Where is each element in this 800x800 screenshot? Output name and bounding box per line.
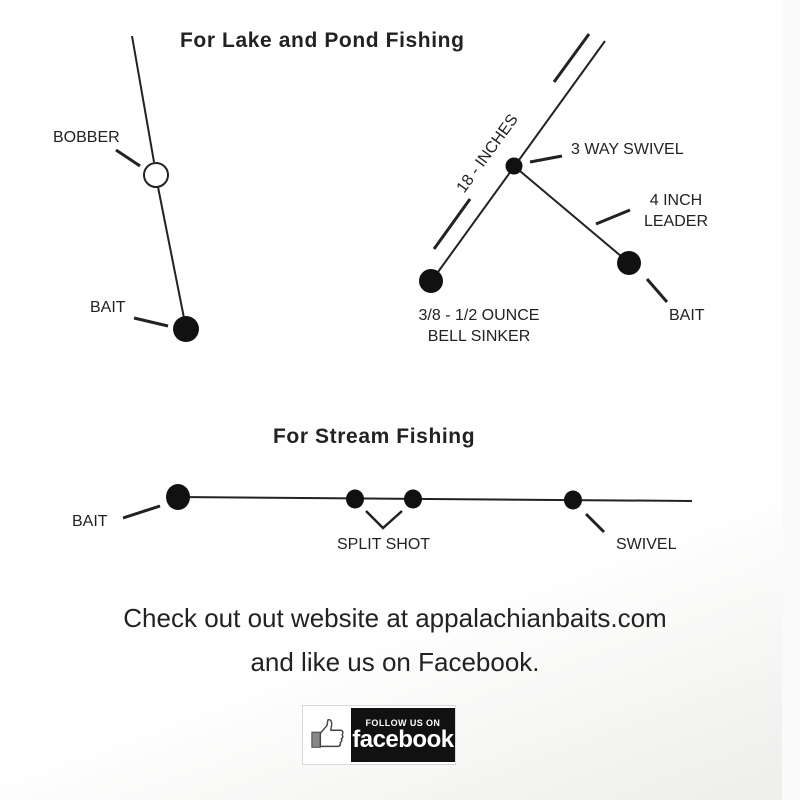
swivel-icon bbox=[564, 490, 582, 510]
split-shot-icon bbox=[404, 489, 422, 509]
sinker-label: 3/8 - 1/2 OUNCE BELL SINKER bbox=[404, 305, 554, 347]
sinker-label-line1: 3/8 - 1/2 OUNCE bbox=[418, 307, 540, 324]
split-shot-icon bbox=[346, 489, 364, 509]
paper-edge bbox=[782, 0, 800, 800]
stream-title: For Stream Fishing bbox=[273, 425, 476, 448]
bait-icon bbox=[617, 251, 641, 275]
bait-icon bbox=[166, 484, 190, 510]
bell-sinker-icon bbox=[419, 269, 443, 293]
three-way-swivel-label: 3 WAY SWIVEL bbox=[571, 141, 684, 158]
leader-label-line1: 4 INCH bbox=[649, 192, 703, 209]
stream-rig bbox=[122, 484, 693, 534]
lake-pond-title: For Lake and Pond Fishing bbox=[180, 29, 465, 52]
website-text: Check out out website at appalachianbait… bbox=[123, 603, 667, 633]
three-way-rig-bait-label: BAIT bbox=[669, 307, 705, 324]
follow-facebook-button[interactable]: FOLLOW US ON facebook bbox=[302, 705, 456, 765]
facebook-text: and like us on Facebook. bbox=[250, 647, 540, 677]
sinker-label-line2: BELL SINKER bbox=[427, 328, 531, 345]
bobber-rig bbox=[115, 35, 199, 342]
bobber-rig-bait-label: BAIT bbox=[90, 299, 126, 316]
stream-bait-label: BAIT bbox=[72, 513, 108, 530]
leader-label: 4 INCH LEADER bbox=[636, 190, 716, 232]
thumbs-up-icon bbox=[311, 719, 344, 748]
follow-us-on-text: FOLLOW US ON bbox=[365, 718, 441, 728]
bobber-icon bbox=[143, 162, 169, 188]
bait-icon bbox=[173, 316, 199, 342]
stream-swivel-label: SWIVEL bbox=[616, 536, 677, 553]
three-way-rig bbox=[419, 33, 669, 303]
three-way-swivel-icon bbox=[505, 157, 523, 175]
facebook-wordmark: facebook bbox=[352, 726, 454, 753]
leader-label-line2: LEADER bbox=[643, 213, 709, 230]
facebook-badge-label: FOLLOW US ON facebook bbox=[350, 708, 455, 762]
bobber-label: BOBBER bbox=[53, 129, 120, 146]
split-shot-label: SPLIT SHOT bbox=[337, 536, 431, 553]
